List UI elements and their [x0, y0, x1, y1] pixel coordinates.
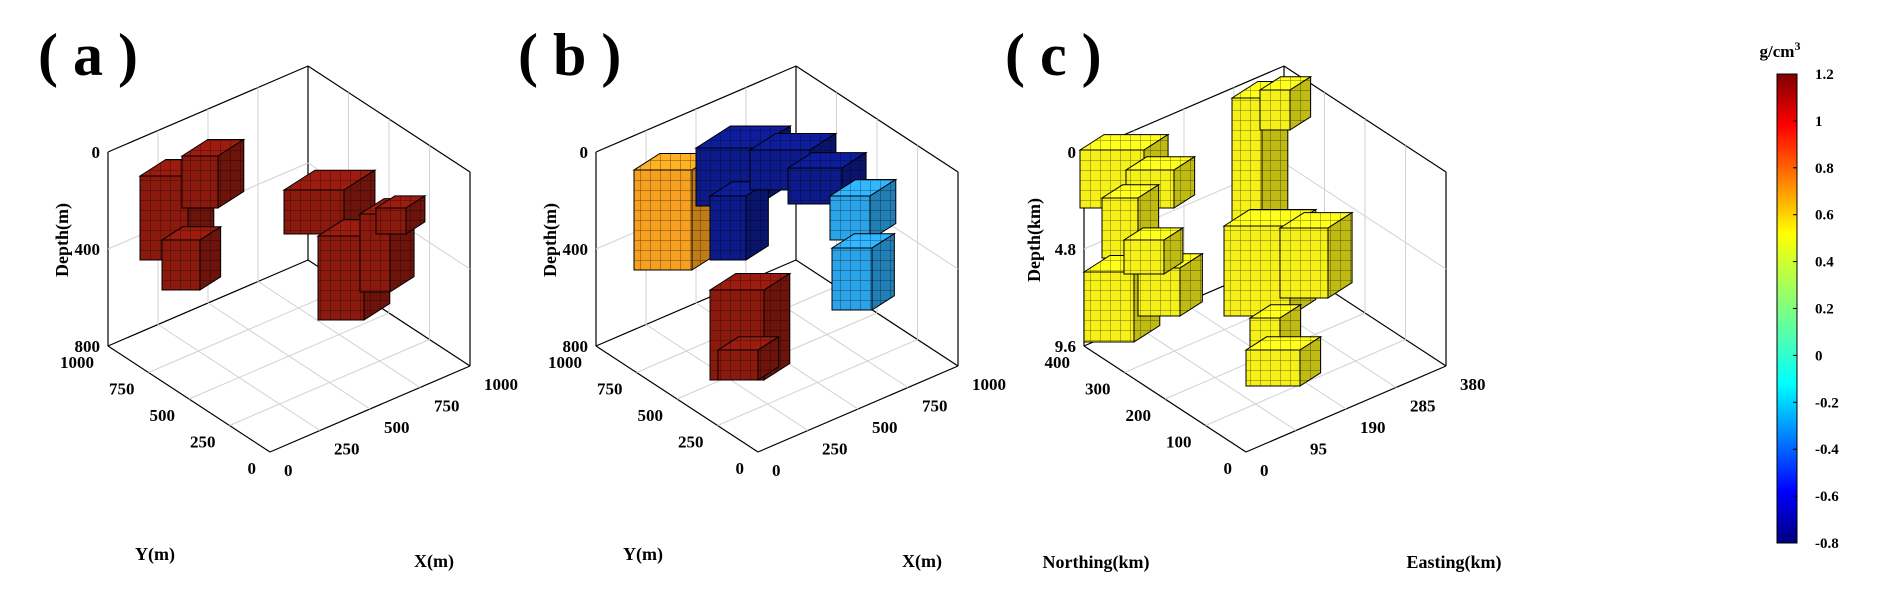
x-tick-label: 1000	[972, 375, 1006, 394]
voxel-block	[180, 138, 246, 209]
x-tick-label: 500	[384, 418, 410, 437]
y-tick-label: 750	[109, 380, 135, 399]
x-axis-label: X(m)	[902, 551, 942, 572]
x-tick-label: 285	[1410, 397, 1436, 416]
colorbar-ticks: 1.2 1 0.8 0.6 0.4 0.2 0 -0.2 -0.4 -0.6 -0.8	[1793, 67, 1839, 552]
colorbar: g/cm3 1.2 1 0.8 0.6 0.4 0.2 0 -0.2 -0.4 -0.6 -0.8	[1760, 39, 1840, 552]
grid-line	[207, 302, 371, 410]
colorbar-tick-label: -0.4	[1815, 442, 1839, 458]
depth-tick-label: 800	[75, 337, 101, 356]
y-tick-label: 500	[638, 406, 664, 425]
depth-axis-label: Depth(m)	[540, 203, 561, 277]
x-tick-label: 750	[922, 397, 948, 416]
y-tick-label: 400	[1045, 353, 1071, 372]
y-tick-label: 200	[1126, 406, 1152, 425]
colorbar-tick-label: 0.4	[1815, 255, 1834, 271]
voxel-block	[748, 132, 838, 191]
colorbar-tick-label: 1	[1815, 114, 1823, 130]
colorbar-tick-label: 0.8	[1815, 161, 1834, 177]
tick-labels: 0 400 800 0 250 500 750 1000 0 250 500 750 1000	[60, 143, 518, 480]
colorbar-tick-label: -0.2	[1815, 395, 1839, 411]
y-tick-label: 250	[678, 433, 704, 452]
x-tick-label: 95	[1310, 440, 1327, 459]
depth-tick-label: 0	[580, 143, 589, 162]
y-axis-label: Y(m)	[135, 544, 175, 565]
depth-tick-label: 400	[563, 240, 589, 259]
voxel-block	[374, 194, 427, 235]
y-tick-label: 1000	[60, 353, 94, 372]
voxel-block	[1258, 75, 1313, 131]
voxel-block	[1136, 252, 1205, 317]
y-axis-label: Y(m)	[623, 544, 663, 565]
y-tick-label: 0	[736, 459, 745, 478]
x-tick-label: 500	[872, 418, 898, 437]
depth-tick-label: 9.6	[1055, 337, 1076, 356]
x-tick-label: 1000	[484, 375, 518, 394]
voxel-block	[830, 232, 897, 311]
y-tick-label: 250	[190, 433, 216, 452]
panel-a: ( a ) 0 400 800 0 250 500 750 1000 0 250 500 750 100…	[38, 22, 518, 572]
x-tick-label: 190	[1360, 418, 1386, 437]
panel-c: ( c ) 0 4.8 9.6 0 100 200 300 400 0 95 190 285 380 D…	[1005, 22, 1502, 573]
tick-labels: 0 4.8 9.6 0 100 200 300 400 0 95 190 285 380	[1045, 143, 1486, 480]
x-tick-label: 750	[434, 397, 460, 416]
voxel-block	[1244, 335, 1323, 387]
y-tick-label: 750	[597, 380, 623, 399]
y-tick-label: 300	[1085, 380, 1111, 399]
grid-line	[257, 281, 421, 388]
colorbar-tick-label: 0	[1815, 348, 1823, 364]
colorbar-tick-label: 1.2	[1815, 67, 1834, 83]
depth-tick-label: 0	[1068, 143, 1077, 162]
x-tick-label: 250	[822, 440, 848, 459]
colorbar-tick-label: 0.2	[1815, 302, 1834, 318]
x-axis-label: Easting(km)	[1406, 552, 1501, 573]
voxel-block	[160, 225, 223, 291]
tick-labels: 0 400 800 0 250 500 750 1000 0 250 500 750 1000	[548, 143, 1006, 480]
x-tick-label: 0	[772, 461, 781, 480]
y-tick-label: 500	[150, 406, 176, 425]
x-tick-label: 0	[284, 461, 293, 480]
colorbar-tick-label: -0.6	[1815, 489, 1839, 505]
density-bodies	[1078, 75, 1354, 387]
y-axis-label: Northing(km)	[1043, 552, 1150, 573]
density-bodies	[138, 138, 427, 321]
grid-line	[717, 339, 918, 426]
voxel-block	[708, 180, 771, 261]
grid-line	[1283, 162, 1447, 270]
panel-label: ( c )	[1005, 22, 1102, 88]
depth-axis-label: Depth(km)	[1024, 198, 1045, 282]
y-tick-label: 0	[248, 459, 257, 478]
y-tick-label: 0	[1224, 459, 1233, 478]
y-tick-label: 100	[1166, 433, 1192, 452]
x-tick-label: 250	[334, 440, 360, 459]
colorbar-tick-label: -0.8	[1815, 536, 1839, 552]
panel-label: ( b )	[518, 22, 621, 88]
voxel-block	[1278, 211, 1354, 299]
voxel-block	[1122, 226, 1185, 275]
depth-tick-label: 4.8	[1055, 240, 1076, 259]
density-bodies	[632, 125, 898, 381]
depth-axis-label: Depth(m)	[52, 203, 73, 277]
x-axis-label: X(m)	[414, 551, 454, 572]
depth-tick-label: 400	[75, 240, 101, 259]
x-tick-label: 0	[1260, 461, 1269, 480]
grid-line	[229, 339, 430, 426]
depth-tick-label: 800	[563, 337, 589, 356]
x-tick-label: 380	[1460, 375, 1486, 394]
voxel-block	[828, 178, 898, 241]
panel-b: ( b ) 0 400 800 0 250 500 750 1000 0 250 500 750 100…	[518, 22, 1006, 572]
colorbar-title: g/cm3	[1760, 39, 1801, 61]
colorbar-tick-label: 0.6	[1815, 208, 1834, 224]
voxel-block	[716, 335, 781, 381]
panel-label: ( a )	[38, 22, 138, 88]
y-tick-label: 1000	[548, 353, 582, 372]
depth-tick-label: 0	[92, 143, 101, 162]
